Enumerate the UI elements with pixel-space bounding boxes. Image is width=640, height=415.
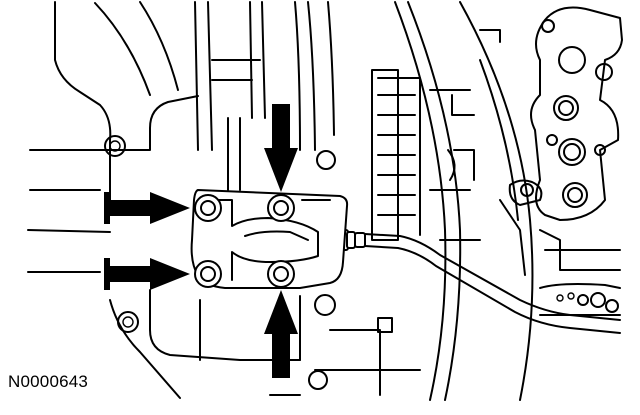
bolt-upper-left	[194, 194, 222, 222]
bolt-upper-right	[267, 194, 295, 222]
bolt-lower-right	[267, 260, 295, 288]
figure-id-label: N0000643	[8, 372, 89, 391]
slot-ribs	[377, 94, 416, 216]
callout-arrow-left-lower	[104, 258, 190, 290]
housing-holes	[104, 135, 336, 390]
callout-arrow-left-upper	[104, 192, 190, 224]
bolt-lower-left	[194, 260, 222, 288]
valve-body	[508, 6, 623, 316]
drum-assembly	[371, 1, 534, 401]
housing-casting	[27, 1, 421, 399]
sensor-cable	[337, 199, 621, 334]
callout-arrow-top	[264, 104, 298, 192]
callout-arrow-bottom	[264, 290, 298, 378]
